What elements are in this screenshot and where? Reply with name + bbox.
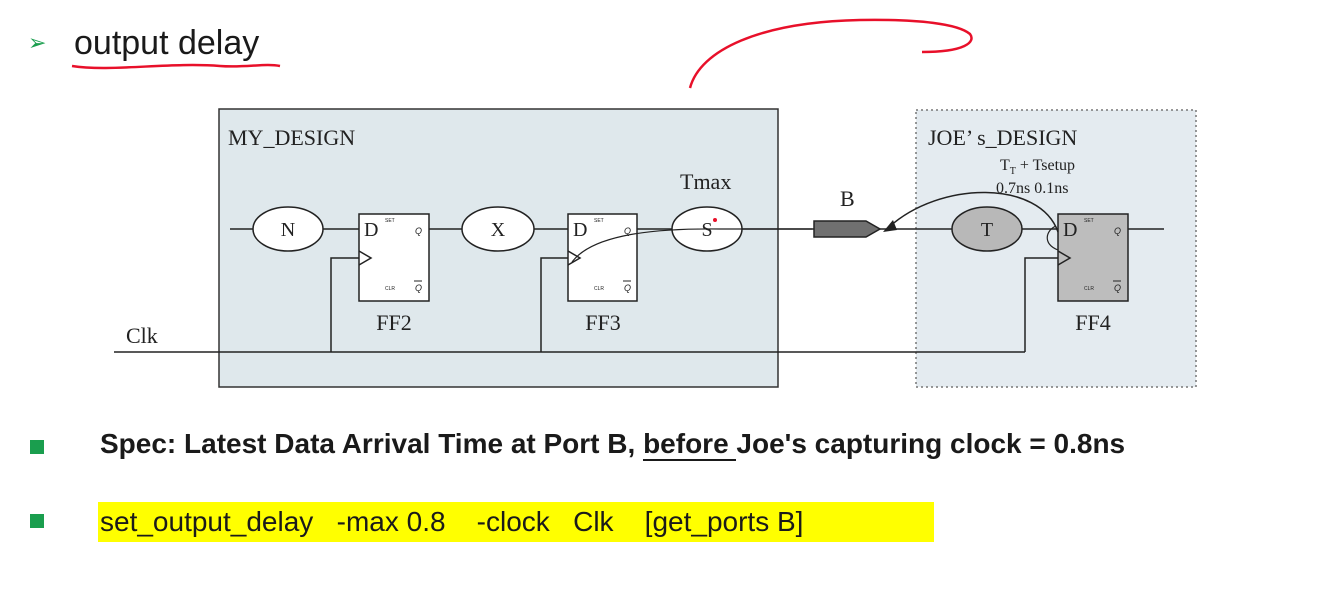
- svg-text:SET: SET: [1084, 218, 1094, 224]
- title-underline-annotation: [71, 63, 281, 70]
- svg-text:D: D: [1063, 219, 1077, 241]
- my-design-label: MY_DESIGN: [228, 125, 355, 150]
- node-n-label: N: [281, 219, 295, 241]
- spec-text: Spec: Latest Data Arrival Time at Port B…: [100, 428, 1126, 461]
- svg-text:Q: Q: [415, 283, 422, 293]
- joe-timing-line1: TT + Tsetup: [1000, 157, 1075, 177]
- spec-text-underlined: before: [643, 428, 737, 461]
- node-t-label: T: [981, 219, 993, 241]
- node-x: [461, 206, 535, 252]
- svg-text:Q: Q: [624, 226, 631, 236]
- svg-text:CLR: CLR: [594, 286, 604, 292]
- joe-design-box: [915, 109, 1197, 388]
- clk-to-ff3: [540, 257, 568, 352]
- tmax-path-curve: [571, 228, 812, 263]
- required-time-arrowhead: [883, 220, 897, 232]
- svg-text:SET: SET: [594, 218, 604, 224]
- tmax-label: Tmax: [680, 169, 731, 194]
- red-dot-marker: [713, 218, 717, 222]
- svg-text:Q: Q: [1114, 226, 1121, 236]
- svg-text:D: D: [364, 219, 378, 241]
- port-b: [813, 220, 882, 238]
- command-text: set_output_delay -max 0.8 -clock Clk [ge…: [98, 502, 934, 542]
- node-s-label: S: [701, 219, 712, 241]
- svg-text:SET: SET: [385, 218, 395, 224]
- ff4-label: FF4: [1075, 310, 1110, 335]
- command-bullet-icon: [30, 514, 44, 528]
- joe-design-label: JOE’ s_DESIGN: [928, 125, 1077, 150]
- arrow-bullet-icon: ➢: [28, 30, 47, 56]
- svg-text:Q: Q: [415, 226, 422, 236]
- svg-text:D: D: [573, 219, 587, 241]
- port-b-label: B: [840, 186, 855, 211]
- node-t: [951, 206, 1023, 252]
- ff2-label: FF2: [376, 310, 411, 335]
- spec-text-prefix: Spec: Latest Data Arrival Time at Port B…: [100, 428, 644, 459]
- clk-label: Clk: [126, 323, 158, 348]
- spec-text-suffix: Joe's capturing clock = 0.8ns: [736, 428, 1126, 459]
- joe-timing-line2: 0.7ns 0.1ns: [996, 180, 1068, 197]
- svg-text:CLR: CLR: [1084, 286, 1094, 292]
- slide-title-row: ➢ output delay: [28, 18, 259, 68]
- clk-to-ff2: [330, 257, 359, 352]
- ff3-label: FF3: [585, 310, 620, 335]
- flipflop-ff2: D SET Q CLR Q: [358, 213, 430, 302]
- required-time-arc: [887, 191, 1059, 233]
- spec-bullet-icon: [30, 440, 44, 454]
- clk-to-ff4: [1024, 257, 1058, 352]
- svg-text:CLR: CLR: [385, 286, 395, 292]
- flipflop-ff4: D SET Q CLR Q: [1057, 213, 1129, 302]
- slide-title: output delay: [74, 23, 260, 62]
- flipflop-ff3: D SET Q CLR Q: [567, 213, 638, 302]
- svg-text:Q: Q: [1114, 283, 1121, 293]
- svg-text:Q: Q: [624, 283, 631, 293]
- node-n: [252, 206, 324, 252]
- red-arrow-annotation: [688, 18, 973, 89]
- ff4-setup-hook: [1046, 225, 1059, 251]
- node-x-label: X: [491, 219, 506, 241]
